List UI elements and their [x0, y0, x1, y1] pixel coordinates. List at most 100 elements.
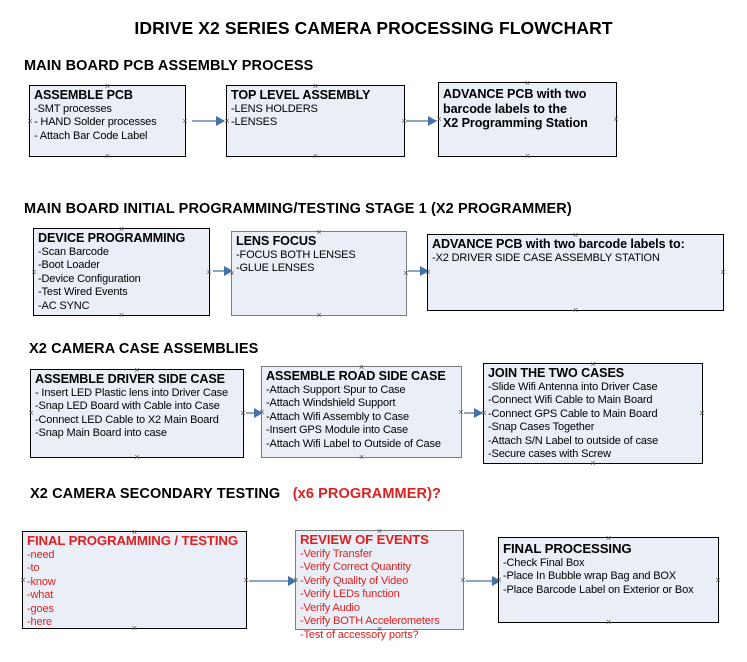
- node-final-processing[interactable]: FINAL PROCESSING -Check Final Box -Place…: [498, 537, 719, 623]
- section-heading-text: MAIN BOARD PCB ASSEMBLY PROCESS: [24, 58, 314, 74]
- node-advance-pcb-to-x2-programming-station[interactable]: ADVANCE PCB with two barcode labels to t…: [438, 82, 617, 157]
- node-line: -LENS HOLDERS: [231, 102, 318, 115]
- node-title: FINAL PROGRAMMING / TESTING: [27, 533, 238, 548]
- node-line: -Verify Transfer: [300, 547, 373, 560]
- resize-handle-top-icon[interactable]: [315, 228, 324, 237]
- section-heading-main-board-pcb-assembly-process: MAIN BOARD PCB ASSEMBLY PROCESS: [24, 58, 313, 74]
- resize-handle-left-icon[interactable]: [30, 268, 39, 277]
- node-line: -Snap Main Board into case: [35, 427, 167, 440]
- node-assemble-pcb[interactable]: ASSEMBLE PCB -SMT processes - HAND Solde…: [29, 85, 186, 157]
- resize-handle-left-icon[interactable]: [26, 117, 35, 126]
- section-heading-x2-camera-case-assemblies: X2 CAMERA CASE ASSEMBLIES: [29, 341, 258, 357]
- resize-handle-bottom-icon[interactable]: [523, 152, 532, 161]
- node-title: LENS FOCUS: [236, 234, 317, 248]
- node-line: -Secure cases with Screw: [488, 448, 611, 461]
- connector-arrow: [249, 576, 297, 586]
- resize-handle-top-icon[interactable]: [523, 79, 532, 88]
- node-line: -Attach Windshield Support: [266, 397, 396, 410]
- resize-handle-bottom-icon[interactable]: [571, 306, 580, 315]
- node-line: -Verify Audio: [300, 601, 360, 614]
- resize-handle-right-icon[interactable]: [612, 115, 621, 124]
- node-line: -Attach S/N Label to outside of case: [488, 434, 659, 447]
- resize-handle-top-icon[interactable]: [311, 82, 320, 91]
- node-line: -AC SYNC: [38, 299, 90, 312]
- section-heading-main-board-initial-programming-testing-stage-1: MAIN BOARD INITIAL PROGRAMMING/TESTING S…: [24, 201, 572, 217]
- node-title-line2: barcode labels to the: [443, 101, 567, 116]
- node-line: - Insert LED Plastic lens into Driver Ca…: [35, 386, 228, 399]
- node-title: REVIEW OF EVENTS: [300, 532, 429, 547]
- node-top-level-assembly[interactable]: TOP LEVEL ASSEMBLY -LENS HOLDERS -LENSES: [226, 85, 405, 157]
- node-line: -Scan Barcode: [38, 245, 109, 258]
- resize-handle-top-icon[interactable]: [133, 366, 142, 375]
- resize-handle-top-icon[interactable]: [589, 360, 598, 369]
- node-lens-focus[interactable]: LENS FOCUS -FOCUS BOTH LENSES -GLUE LENS…: [231, 231, 407, 316]
- node-title: FINAL PROCESSING: [503, 541, 632, 556]
- node-line: -Snap Cases Together: [488, 421, 595, 434]
- resize-handle-left-icon[interactable]: [495, 576, 504, 585]
- resize-handle-bottom-icon[interactable]: [604, 618, 613, 627]
- resize-handle-left-icon[interactable]: [27, 409, 36, 418]
- resize-handle-left-icon[interactable]: [435, 115, 444, 124]
- resize-handle-top-icon[interactable]: [604, 534, 613, 543]
- page-title: IDRIVE X2 SERIES CAMERA PROCESSING FLOWC…: [134, 18, 613, 38]
- resize-handle-left-icon[interactable]: [223, 117, 232, 126]
- node-line: -to: [27, 562, 40, 575]
- resize-handle-top-icon[interactable]: [130, 528, 139, 537]
- resize-handle-bottom-icon[interactable]: [117, 311, 126, 320]
- resize-handle-bottom-icon[interactable]: [589, 459, 598, 468]
- resize-handle-right-icon[interactable]: [698, 409, 707, 418]
- node-assemble-road-side-case[interactable]: ASSEMBLE ROAD SIDE CASE -Attach Support …: [261, 366, 462, 458]
- node-title: ASSEMBLE DRIVER SIDE CASE: [35, 372, 225, 386]
- resize-handle-right-icon[interactable]: [719, 268, 728, 277]
- node-line-overflow: -Test of accessory ports?: [300, 629, 419, 642]
- connector-arrow: [464, 408, 483, 418]
- node-device-programming[interactable]: DEVICE PROGRAMMING -Scan Barcode -Boot L…: [33, 228, 210, 316]
- node-line: -Place In Bubble wrap Bag and BOX: [503, 570, 676, 583]
- resize-handle-top-icon[interactable]: [103, 82, 112, 91]
- node-title: ADVANCE PCB with two: [443, 87, 587, 101]
- section-heading-x2-camera-secondary-testing: X2 CAMERA SECONDARY TESTING (x6 PROGRAMM…: [30, 486, 441, 502]
- resize-handle-right-icon[interactable]: [205, 268, 214, 277]
- node-line: -GLUE LENSES: [236, 262, 315, 275]
- section-heading-text: X2 CAMERA CASE ASSEMBLIES: [29, 341, 259, 357]
- resize-handle-right-icon[interactable]: [714, 576, 723, 585]
- node-title: JOIN THE TWO CASES: [488, 366, 625, 380]
- node-title: ASSEMBLE PCB: [34, 88, 133, 102]
- resize-handle-top-icon[interactable]: [375, 527, 384, 536]
- node-line: -Insert GPS Module into Case: [266, 424, 408, 437]
- node-advance-pcb-to-driver-side-case-assembly[interactable]: ADVANCE PCB with two barcode labels to: …: [427, 234, 724, 311]
- resize-handle-bottom-icon[interactable]: [357, 453, 366, 462]
- resize-handle-right-icon[interactable]: [181, 117, 190, 126]
- node-line: -Slide Wifi Antenna into Driver Case: [488, 380, 658, 393]
- resize-handle-left-icon[interactable]: [258, 408, 267, 417]
- resize-handle-bottom-icon[interactable]: [130, 624, 139, 633]
- node-review-of-events[interactable]: REVIEW OF EVENTS -Verify Transfer -Verif…: [292, 527, 464, 641]
- resize-handle-bottom-icon[interactable]: [315, 311, 324, 320]
- node-line: -Verify Quality of Video: [300, 574, 409, 587]
- resize-handle-bottom-icon[interactable]: [133, 453, 142, 462]
- resize-handle-left-icon[interactable]: [19, 576, 28, 585]
- resize-handle-bottom-icon[interactable]: [103, 152, 112, 161]
- node-line: -goes: [27, 602, 54, 615]
- node-line: -FOCUS BOTH LENSES: [236, 248, 356, 261]
- node-title: DEVICE PROGRAMMING: [38, 231, 186, 245]
- section-heading-text: X2 CAMERA SECONDARY TESTING: [30, 486, 281, 502]
- resize-handle-left-icon[interactable]: [480, 409, 489, 418]
- resize-handle-top-icon[interactable]: [571, 231, 580, 240]
- resize-handle-left-icon[interactable]: [424, 268, 433, 277]
- resize-handle-bottom-icon[interactable]: [311, 152, 320, 161]
- node-final-programming-testing[interactable]: FINAL PROGRAMMING / TESTING -need -to -k…: [22, 531, 247, 629]
- node-line: -Attach Wifi Label to Outside of Case: [266, 437, 441, 450]
- node-line: -here: [27, 616, 52, 629]
- node-line: -SMT processes: [34, 102, 112, 115]
- node-assemble-driver-side-case[interactable]: ASSEMBLE DRIVER SIDE CASE - Insert LED P…: [30, 369, 244, 458]
- resize-handle-top-icon[interactable]: [357, 363, 366, 372]
- resize-handle-bottom-icon[interactable]: [375, 625, 384, 634]
- resize-handle-left-icon[interactable]: [228, 269, 237, 278]
- node-join-the-two-cases[interactable]: JOIN THE TWO CASES -Slide Wifi Antenna i…: [483, 363, 703, 464]
- resize-handle-left-icon[interactable]: [292, 576, 301, 585]
- node-line: -Snap LED Board with Cable into Case: [35, 400, 220, 413]
- node-line: -Place Barcode Label on Exterior or Box: [503, 583, 694, 596]
- node-line: -Connect Wifi Cable to Main Board: [488, 394, 653, 407]
- resize-handle-top-icon[interactable]: [117, 225, 126, 234]
